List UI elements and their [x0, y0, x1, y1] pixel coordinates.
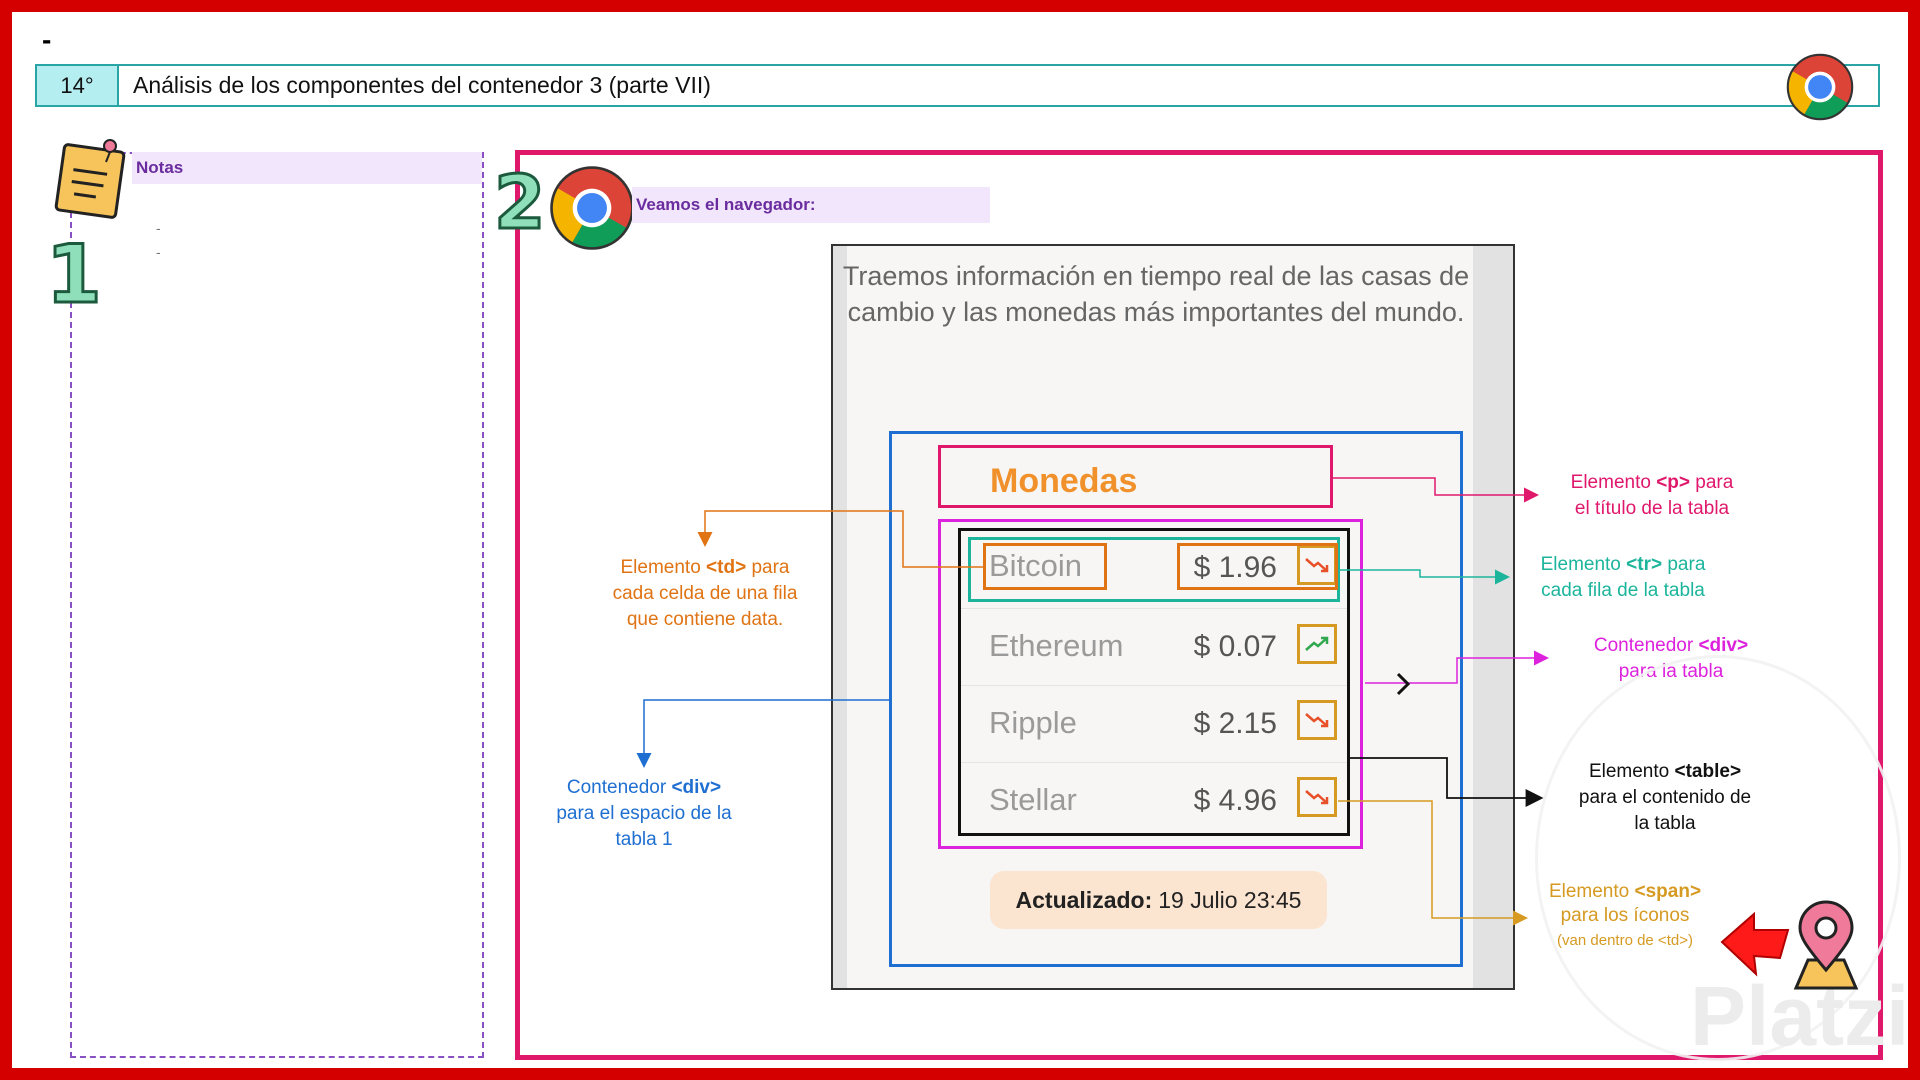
- table-row: Bitcoin $ 1.96: [961, 531, 1347, 609]
- coin-price: $ 2.15: [1193, 707, 1277, 740]
- annotation-tag: <p>: [1656, 472, 1691, 493]
- coin-name: Stellar: [989, 782, 1077, 817]
- slide-title: Análisis de los componentes del contened…: [133, 72, 711, 98]
- notes-bullet: -: [156, 244, 161, 260]
- annotation-text: Contenedor: [1593, 635, 1699, 656]
- annotation-text: que contiene data.: [626, 609, 784, 630]
- slide-dash: -: [42, 24, 52, 55]
- browser-section: [515, 150, 1883, 1060]
- annotation-text: para: [746, 557, 790, 578]
- notes-panel: [70, 152, 484, 1058]
- trend-icon-span: [1297, 777, 1337, 817]
- trend-down-icon: [1305, 790, 1329, 805]
- td-highlight-coin: [983, 543, 1107, 590]
- coin-price: $ 4.96: [1193, 784, 1277, 817]
- annotation-text: para: [1662, 554, 1706, 575]
- chrome-logo-icon: [550, 166, 634, 250]
- td-highlight-price: [1177, 543, 1338, 590]
- coin-name: Bitcoin: [989, 548, 1083, 583]
- slide-number: 14°: [37, 66, 119, 105]
- step-number-2: 2: [493, 159, 547, 248]
- trend-down-icon: [1305, 713, 1329, 728]
- table-row-highlight: [968, 537, 1340, 602]
- table-container: [938, 519, 1363, 849]
- trend-icon-span: [1297, 624, 1337, 664]
- annotation-p: Elemento <p> para el título de la tabla: [1532, 470, 1772, 522]
- chrome-logo-icon: [1786, 53, 1854, 121]
- updated-value: 19 Julio 23:45: [1158, 886, 1302, 913]
- updated-badge: Actualizado: 19 Julio 23:45: [990, 871, 1327, 929]
- slide-header: 14° Análisis de los componentes del cont…: [35, 64, 1880, 107]
- browser-heading: Veamos el navegador:: [632, 187, 990, 223]
- trend-up-icon: [1305, 636, 1329, 651]
- annotation-text: Elemento: [1570, 472, 1657, 493]
- table-title-box: [938, 445, 1333, 508]
- updated-label: Actualizado:: [1015, 886, 1153, 913]
- map-pin-icon: [1793, 900, 1859, 990]
- browser-scroll-gutter: [833, 246, 847, 988]
- coin-price: $ 1.96: [1193, 551, 1277, 584]
- trend-down-icon: [1305, 558, 1329, 573]
- watermark-circle: [1535, 655, 1901, 1061]
- coins-table: [958, 528, 1350, 836]
- annotation-tag: <div>: [671, 777, 722, 798]
- intro-text: Traemos información en tiempo real de la…: [842, 261, 1470, 327]
- red-arrow-icon: [1720, 911, 1790, 977]
- table-title: Monedas: [990, 462, 1138, 500]
- annotation-tr: Elemento <tr> para cada fila de la tabla: [1510, 552, 1736, 604]
- annotation-text: el título de la tabla: [1574, 498, 1730, 519]
- table-space-container: [889, 431, 1463, 967]
- annotation-text: Elemento: [1540, 554, 1627, 575]
- coin-price: $ 0.07: [1193, 630, 1277, 663]
- notes-heading: Notas: [132, 152, 482, 184]
- sticky-note-icon: [54, 139, 126, 219]
- annotation-text: cada fila de la tabla: [1541, 580, 1705, 601]
- notes-bullet: -: [156, 220, 161, 236]
- step-number-1: 1: [45, 227, 104, 323]
- annotation-div-space: Contenedor <div> para el espacio de la t…: [536, 775, 752, 853]
- annotation-text: tabla 1: [615, 829, 673, 850]
- trend-icon-span: [1297, 700, 1337, 740]
- browser-scroll-gutter: [1473, 246, 1513, 988]
- table-row: Ripple $ 2.15: [961, 685, 1347, 763]
- annotation-text: Contenedor: [566, 777, 672, 798]
- annotation-tag: <tr>: [1626, 554, 1663, 575]
- annotation-text: Elemento: [620, 557, 707, 578]
- table-row: Ethereum $ 0.07: [961, 608, 1347, 686]
- annotation-tag: <td>: [706, 557, 747, 578]
- table-row: Stellar $ 4.96: [961, 762, 1347, 839]
- annotation-td: Elemento <td> para cada celda de una fil…: [588, 555, 822, 633]
- annotation-text: para: [1690, 472, 1734, 493]
- notes-bullets: - -: [156, 216, 161, 264]
- coin-name: Ripple: [989, 705, 1077, 740]
- annotation-text: cada celda de una fila: [612, 583, 798, 604]
- coin-name: Ethereum: [989, 628, 1124, 663]
- annotation-tag: <div>: [1698, 635, 1749, 656]
- annotation-text: para el espacio de la: [556, 803, 732, 824]
